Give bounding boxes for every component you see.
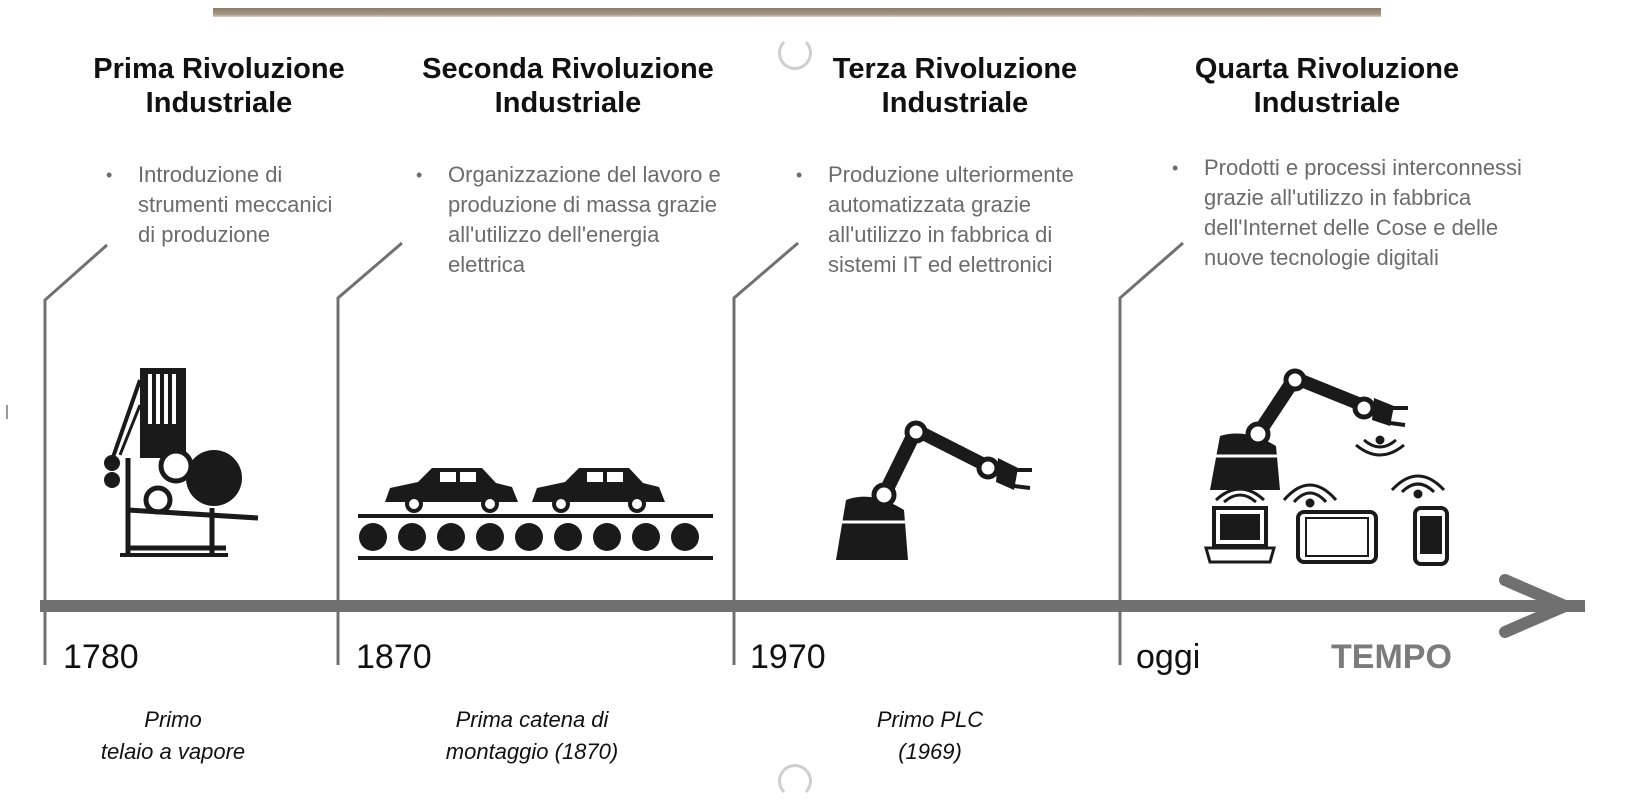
bullet-marker: •: [106, 165, 113, 185]
edge-mark: [6, 405, 8, 419]
caption-third-revolution: Primo PLC (1969): [800, 704, 1060, 768]
wifi-signal-laptop: [1214, 487, 1266, 504]
description-text: Prodotti e processi interconnessi grazie…: [1204, 155, 1522, 270]
description-text: Produzione ulteriormente automatizzata g…: [828, 162, 1074, 277]
decorative-circle-bottom: [778, 764, 812, 798]
description-text: Organizzazione del lavoro e produzione d…: [448, 162, 721, 277]
title-fourth-revolution: Quarta Rivoluzione Industriale: [1194, 53, 1460, 119]
connector-1780: [43, 243, 108, 665]
year-fourth-revolution: oggi: [1136, 638, 1201, 676]
year-first-revolution: 1780: [63, 638, 139, 676]
wifi-signal-phone: [1390, 474, 1446, 499]
time-axis-arrow: [40, 574, 1585, 638]
connector-1870: [336, 241, 403, 665]
time-axis-line: [40, 600, 1585, 612]
smartphone-icon: [1413, 506, 1449, 566]
car-2: [532, 468, 665, 502]
caption-line-2: (1969): [898, 739, 962, 764]
description-third-revolution: • Produzione ulteriormente automatizzata…: [796, 160, 1090, 280]
steam-loom-icon: [104, 368, 259, 557]
tablet-icon: [1296, 510, 1378, 564]
description-fourth-revolution: • Prodotti e processi interconnessi graz…: [1172, 153, 1524, 273]
bullet-marker: •: [416, 165, 423, 185]
bullet-marker: •: [1172, 158, 1179, 178]
conveyor-bottom: [358, 556, 713, 560]
connector-1970: [732, 241, 799, 665]
year-second-revolution: 1870: [356, 638, 432, 676]
description-first-revolution: • Introduzione di strumenti meccanici di…: [106, 160, 338, 250]
title-second-revolution: Seconda Rivoluzione Industriale: [422, 53, 714, 119]
connector-oggi: [1118, 241, 1184, 665]
era-connectors: [43, 241, 1184, 665]
wifi-signal-robot: [1355, 435, 1405, 457]
caption-line-1: Primo PLC: [876, 707, 984, 732]
laptop-icon: [1204, 506, 1276, 564]
conveyor-rollers: [359, 523, 699, 551]
robotic-arm-icon: [836, 420, 1032, 560]
title-first-revolution: Prima Rivoluzione Industriale: [93, 53, 345, 119]
caption-line-2: montaggio (1870): [445, 739, 619, 764]
assembly-line-cars-icon: [358, 468, 713, 560]
axis-label-tempo: TEMPO: [1331, 638, 1452, 676]
title-third-revolution: Terza Rivoluzione Industriale: [832, 53, 1078, 119]
caption-line-2: telaio a vapore: [100, 739, 246, 764]
arrow-head: [1499, 574, 1571, 638]
caption-line-1: Primo: [144, 707, 202, 732]
connected-robot-devices-icon: [1204, 368, 1449, 566]
decorative-circle-top: [778, 36, 812, 70]
caption-first-revolution: Primo telaio a vapore: [43, 704, 303, 768]
year-third-revolution: 1970: [750, 638, 826, 676]
bullet-marker: •: [796, 165, 803, 185]
conveyor-top: [358, 514, 713, 518]
car-1: [385, 468, 518, 502]
description-second-revolution: • Organizzazione del lavoro e produzione…: [416, 160, 733, 280]
top-rule: [213, 8, 1381, 17]
wifi-signal-tablet: [1282, 483, 1338, 508]
caption-line-1: Prima catena di: [455, 707, 609, 732]
description-text: Introduzione di strumenti meccanici di p…: [138, 162, 333, 247]
caption-second-revolution: Prima catena di montaggio (1870): [402, 704, 662, 768]
